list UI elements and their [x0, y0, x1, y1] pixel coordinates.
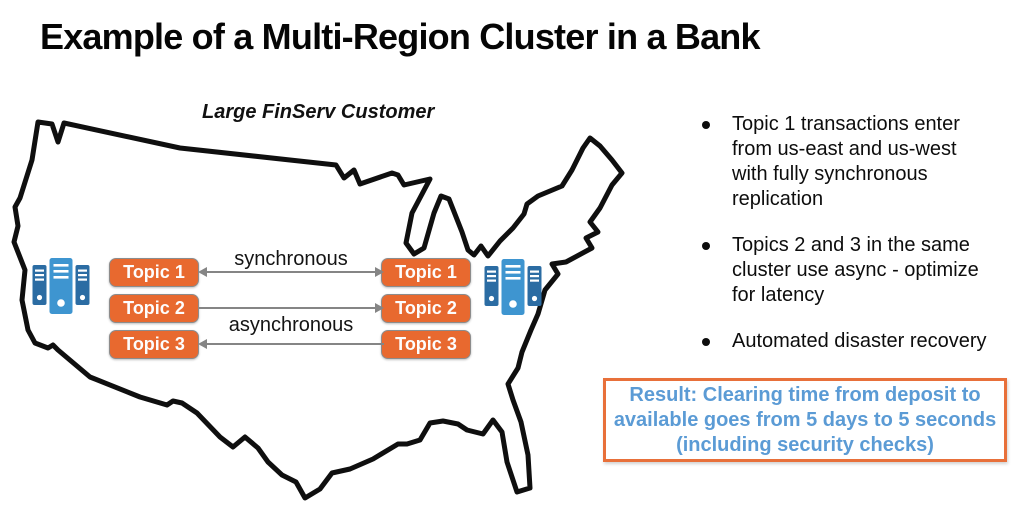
bullet-text: from us-east and us-west [732, 138, 957, 160]
us-map-outline-icon [11, 119, 625, 501]
arrow-right-icon [199, 303, 384, 313]
topic-box-east-2: Topic 2 [381, 294, 471, 323]
slide-title: Example of a Multi-Region Cluster in a B… [40, 16, 761, 57]
bullet-text: for latency [732, 284, 825, 306]
result-text: available goes from 5 days to 5 seconds [613, 408, 997, 431]
list-item: Topics 2 and 3 in the same cluster use a… [700, 233, 1010, 308]
map-caption: Large FinServ Customer [202, 101, 435, 123]
bullet-text: with fully synchronous [732, 163, 928, 185]
topic-box-west-3: Topic 3 [109, 330, 199, 359]
asynchronous-label: asynchronous [228, 314, 354, 336]
topic-box-west-2: Topic 2 [109, 294, 199, 323]
bullet-text: cluster use async - optimize [732, 259, 979, 281]
list-item: Topic 1 transactions enter from us-east … [700, 112, 1010, 212]
replication-arrows [198, 267, 384, 349]
bullet-dot-icon [702, 242, 710, 250]
bullet-list: Topic 1 transactions enter from us-east … [700, 112, 1010, 375]
result-callout: Result: Clearing time from deposit to av… [603, 378, 1007, 462]
topic-box-west-1: Topic 1 [109, 258, 199, 287]
bullet-dot-icon [702, 121, 710, 129]
synchronous-label: synchronous [234, 248, 348, 270]
arrow-left-icon [198, 339, 384, 349]
list-item: Automated disaster recovery [700, 329, 1010, 354]
bullet-dot-icon [702, 338, 710, 346]
topic-box-east-3: Topic 3 [381, 330, 471, 359]
bullet-text: Automated disaster recovery [732, 330, 987, 352]
arrow-bidirectional-icon [198, 267, 384, 277]
result-text: (including security checks) [676, 433, 934, 456]
result-text: Result: Clearing time from deposit to [629, 383, 981, 406]
bullet-text: Topic 1 transactions enter [732, 113, 960, 135]
bullet-text: replication [732, 188, 824, 210]
topic-box-east-1: Topic 1 [381, 258, 471, 287]
bullet-text: Topics 2 and 3 in the same [732, 234, 970, 256]
